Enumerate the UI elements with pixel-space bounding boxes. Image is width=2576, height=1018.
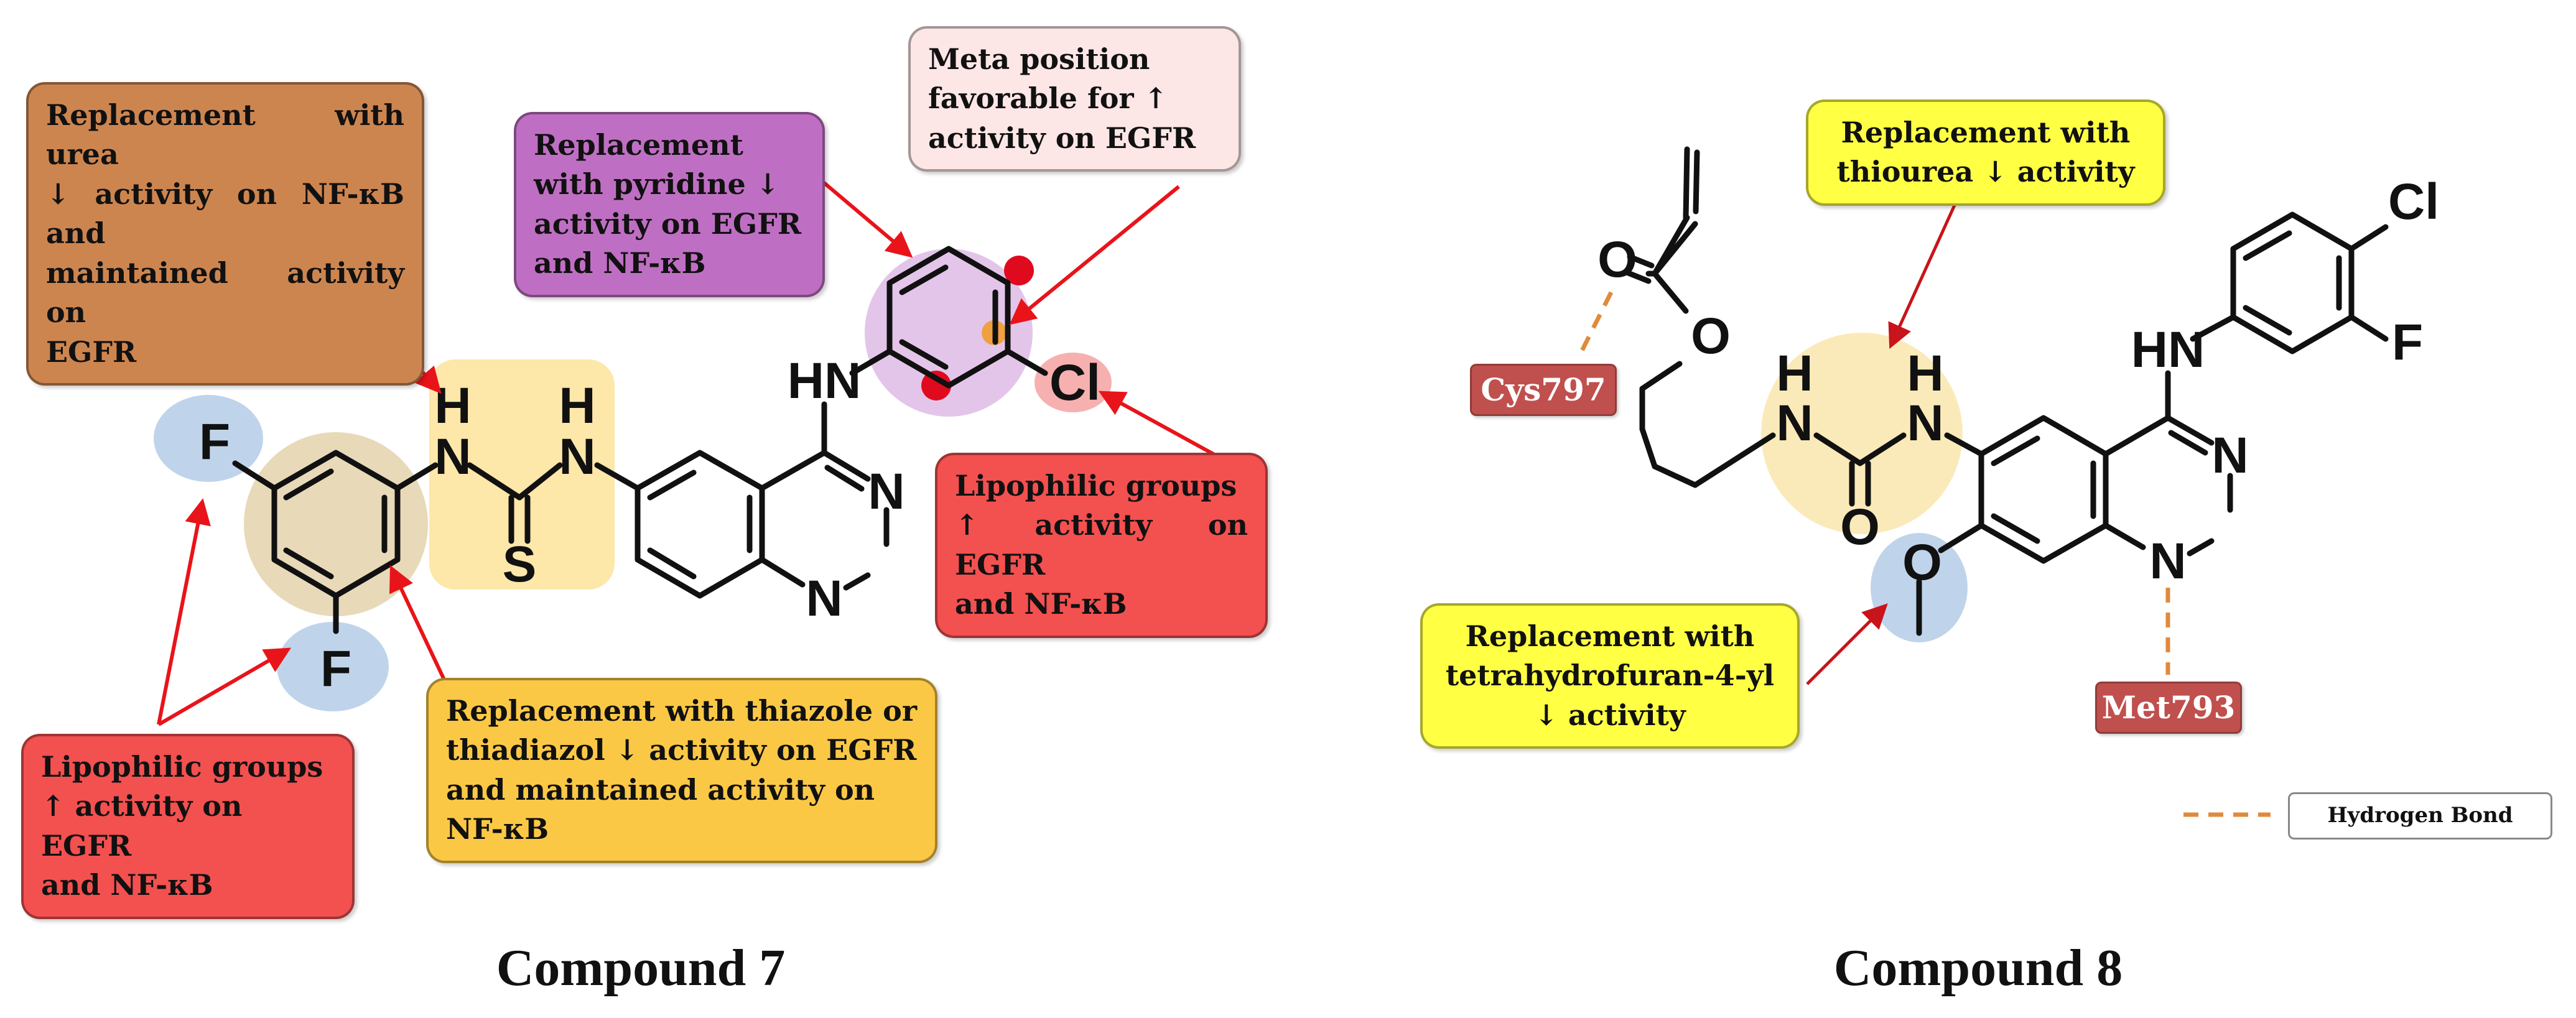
compound8-bonds [1624, 146, 2389, 636]
f1-highlight [154, 395, 263, 482]
compound7-atoms: F F H N H N S HN N N Cl [199, 353, 1100, 697]
residue-cys797: Cys797 [1470, 364, 1617, 416]
c8-atom-n1: N [1776, 395, 1813, 451]
c7-atom-nq1: N [868, 463, 904, 520]
label-pyridine: Replacement with pyridine ↓ activity on … [514, 112, 825, 297]
caption-compound8: Compound 8 [1833, 939, 2123, 997]
c7-atom-f2: F [320, 641, 351, 697]
c8-atom-o2: O [1691, 308, 1731, 364]
thiourea-highlight [429, 359, 615, 590]
legend-hydrogen-bond: Hydrogen Bond [2288, 792, 2552, 840]
arrow-lipo-f2 [157, 647, 292, 726]
compound7-bonds [232, 246, 1048, 634]
c7-atom-h2: H [559, 377, 595, 434]
label-lipophilic-left: Lipophilic groups ↑ activity on EGFR and… [21, 734, 355, 919]
label-thiourea: Replacement with thiourea ↓ activity [1806, 99, 2165, 206]
c7-atom-h1: H [434, 377, 471, 434]
c7-atom-hn: HN [788, 353, 861, 409]
label-thiazole: Replacement with thiazole or thiadiazol … [426, 678, 937, 863]
c8-atom-h2: H [1907, 345, 1943, 402]
cl-highlight [1035, 353, 1112, 412]
arrow-cl [1098, 391, 1224, 461]
c8-atom-o1: O [1597, 231, 1637, 288]
label-thf: Replacement with tetrahydrofuran-4-yl ↓ … [1420, 603, 1800, 749]
arrow-thiazole [389, 565, 447, 682]
label-lipophilic-right: Lipophilic groups ↑ activity on EGFR and… [935, 453, 1268, 638]
c8-atom-hn: HN [2131, 322, 2205, 378]
caption-compound7: Compound 7 [496, 939, 786, 997]
c7-atom-cl: Cl [1049, 354, 1100, 411]
residue-met793: Met793 [2095, 682, 2242, 734]
hbond-cys797 [1578, 291, 1614, 356]
label-urea: Replacement with urea ↓ activity on NF-κ… [26, 82, 424, 386]
label-meta: Meta position favorable for ↑ activity o… [908, 26, 1241, 172]
arrow-thiourea [1888, 204, 1956, 349]
c8-atom-nq1: N [2211, 427, 2248, 484]
arrow-pyridine [820, 178, 913, 258]
arrow-lipo-f1 [157, 498, 211, 725]
c7-atom-n2: N [559, 428, 595, 485]
arrow-meta [1009, 185, 1180, 325]
c8-atom-o3: O [1840, 499, 1880, 555]
c8-atom-n2: N [1907, 395, 1943, 451]
arrow-thf [1806, 603, 1888, 685]
f2-highlight [277, 622, 389, 711]
meta-dot-bottom [921, 371, 951, 400]
compound8-atoms: O O H N H N O O HN N N Cl F [1597, 174, 2439, 591]
c7-atom-nq2: N [806, 570, 842, 627]
c8-atom-h1: H [1776, 345, 1813, 402]
c7-atom-f1: F [199, 414, 230, 470]
c8-atom-o4: O [1902, 534, 1942, 591]
c8-atom-nq2: N [2149, 533, 2186, 590]
meta-dot-top [1004, 256, 1034, 285]
c8-atom-f: F [2392, 314, 2423, 371]
urea-highlight [1761, 333, 1963, 534]
compound8-arrows [1806, 204, 1956, 685]
c7-atom-n1: N [434, 428, 471, 485]
c7-atom-s: S [503, 536, 537, 593]
c8-atom-cl: Cl [2388, 174, 2439, 230]
hbonds [1578, 291, 2271, 817]
